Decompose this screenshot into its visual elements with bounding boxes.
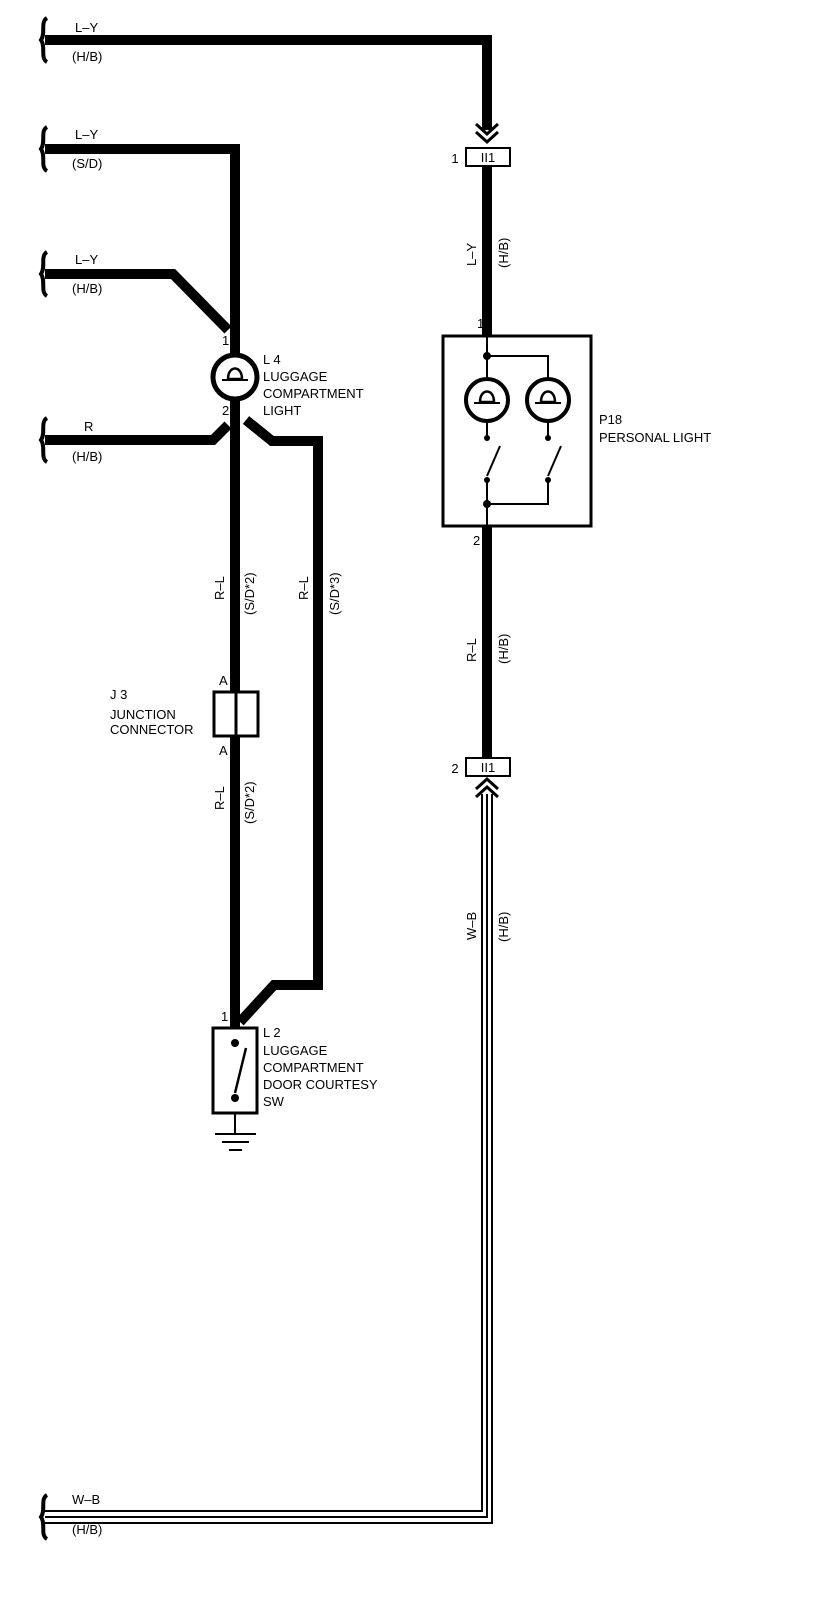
connector-ii1-bottom: II1 2 (451, 757, 511, 799)
l4-name-line: LUGGAGE (263, 369, 328, 384)
l2-name-line: LUGGAGE (263, 1043, 328, 1058)
wire-label-loc: (S/D*2) (242, 781, 257, 824)
j3-name-line: CONNECTOR (110, 722, 194, 737)
j3-name-line: JUNCTION (110, 707, 176, 722)
wire-wb-hb (45, 794, 493, 1524)
wire-label-loc: (H/B) (496, 634, 511, 664)
p18-personal-light: 1 2 P18 PERSONAL LIGHT (441, 316, 711, 548)
l4-pin1: 1 (222, 333, 229, 348)
wire-label-loc: (H/B) (72, 281, 102, 296)
l4-luggage-light: 1 2 L 4 LUGGAGE COMPARTMENT LIGHT (210, 333, 364, 418)
wire-label-color: R–L (464, 638, 479, 662)
l4-pin2: 2 (222, 403, 229, 418)
left-wire-labels: L–Y (H/B) L–Y (S/D) L–Y (H/B) R (H/B) W–… (72, 20, 102, 1537)
wire-label-color: L–Y (464, 243, 479, 266)
wire-label-color: L–Y (75, 252, 98, 267)
l2-pin1: 1 (221, 1009, 228, 1024)
wire-label-loc: (H/B) (496, 912, 511, 942)
connector-bottom-pin: 2 (451, 761, 458, 776)
l2-name-line: COMPARTMENT (263, 1060, 364, 1075)
wire-label-loc: (H/B) (496, 238, 511, 268)
wire-ly-hb-top (45, 35, 492, 130)
p18-name: PERSONAL LIGHT (599, 430, 711, 445)
l2-name-line: DOOR COURTESY (263, 1077, 378, 1092)
p18-id: P18 (599, 412, 622, 427)
wire-label-loc: (H/B) (72, 49, 102, 64)
wire-label-loc: (S/D) (72, 156, 102, 171)
l4-id: L 4 (263, 352, 281, 367)
j3-pin-bottom: A (219, 743, 228, 758)
p18-pin1: 1 (477, 316, 484, 331)
wire-label-color: L–Y (75, 127, 98, 142)
vertical-wire-labels: R–L (S/D*2) R–L (S/D*3) R–L (S/D*2) L–Y … (212, 238, 511, 942)
wire-label-color: R–L (212, 576, 227, 600)
wire-label-color: R–L (212, 786, 227, 810)
connector-top-code: II1 (481, 150, 495, 165)
l4-name-line: LIGHT (263, 403, 301, 418)
p18-pin2: 2 (473, 533, 480, 548)
thick-wires (45, 35, 492, 1030)
j3-junction-connector: A A J 3 JUNCTION CONNECTOR (110, 673, 260, 758)
connector-top-pin: 1 (451, 151, 458, 166)
j3-pin-top: A (219, 673, 228, 688)
wire-label-loc: (H/B) (72, 1522, 102, 1537)
l2-id: L 2 (263, 1025, 281, 1040)
wire-r-hb (45, 421, 232, 445)
j3-id: J 3 (110, 687, 127, 702)
wire-label-color: L–Y (75, 20, 98, 35)
wire-rl-sd3 (236, 416, 323, 1026)
wire-break-braces (38, 16, 49, 1541)
l4-name-line: COMPARTMENT (263, 386, 364, 401)
connector-ii1-top: II1 1 (451, 122, 511, 167)
wire-label-color: W–B (72, 1492, 100, 1507)
connector-bottom-code: II1 (481, 760, 495, 775)
wire-label-loc: (S/D*2) (242, 572, 257, 615)
wire-label-loc: (S/D*3) (327, 572, 342, 615)
l2-name-line: SW (263, 1094, 285, 1109)
wire-label-loc: (H/B) (72, 449, 102, 464)
wire-label-color: W–B (464, 912, 479, 940)
wire-ly-hb-l4 (45, 269, 232, 334)
wire-label-color: R–L (296, 576, 311, 600)
wire-label-color: R (84, 419, 93, 434)
l2-door-courtesy-switch: 1 L 2 LUGGAGE COMPARTMENT DOOR COURTESY … (211, 1009, 378, 1151)
